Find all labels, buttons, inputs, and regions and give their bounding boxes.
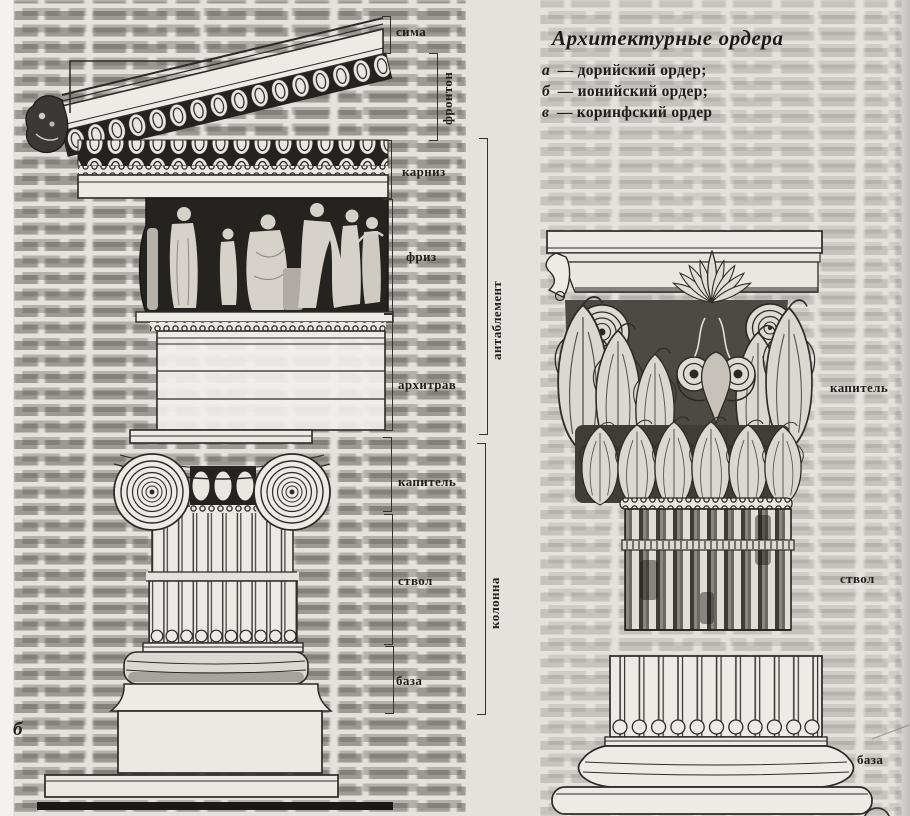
scan-scratch-mark xyxy=(871,724,910,740)
legend-key-v: в xyxy=(542,104,549,121)
label-friz: фриз xyxy=(406,249,437,264)
bracket-kolonna xyxy=(477,443,486,715)
page-right-shadow xyxy=(894,0,910,816)
label-kolonna: колонна xyxy=(487,577,502,629)
ground-line xyxy=(37,802,393,810)
cornice-drawing xyxy=(77,139,389,199)
bracket-fronton xyxy=(429,53,438,141)
corinthian-capital-drawing xyxy=(554,250,816,511)
central-scrolls xyxy=(676,351,756,425)
bracket-karniz xyxy=(383,140,392,199)
figure-marker-b: б xyxy=(13,719,23,740)
label-antablement: антаблемент xyxy=(489,280,504,360)
ionic-capital-drawing xyxy=(113,429,331,574)
left-volute xyxy=(113,453,191,531)
label-baza-corinthian: база xyxy=(857,752,884,767)
corinthian-order-figure xyxy=(545,230,910,816)
bracket-sima xyxy=(382,16,391,54)
pediment-drawing xyxy=(25,17,393,157)
corinthian-base-drawing xyxy=(551,655,873,815)
figure-title: Архитектурные ордера xyxy=(552,26,784,50)
label-kapitel-ionic: капитель xyxy=(398,474,457,489)
bead-molding xyxy=(150,322,386,331)
bracket-baza xyxy=(385,646,394,714)
frieze-fillet xyxy=(135,311,394,323)
page-mark-circle xyxy=(864,807,890,816)
flute-bottom-arcs xyxy=(150,629,297,643)
label-fronton: фронтон xyxy=(440,71,455,125)
legend-text-doric: — дорийский ордер; xyxy=(557,62,707,79)
label-kapitel-corinthian: капитель xyxy=(830,380,889,395)
ionic-base-drawing xyxy=(44,642,339,798)
bracket-kapitel xyxy=(383,437,392,512)
bracket-arhitrav xyxy=(384,314,393,431)
label-sima: сима xyxy=(396,24,427,39)
legend-row-corinthian: в — коринфский ордер xyxy=(542,102,882,123)
legend-row-ionic: б — ионийский ордер; xyxy=(542,81,882,102)
corinthian-shaft-drawing xyxy=(621,508,795,631)
lion-head-ornament xyxy=(25,95,69,154)
label-arhitrav: архитрав xyxy=(398,377,457,392)
bracket-stvol xyxy=(384,514,393,645)
bracket-friz xyxy=(384,199,393,314)
ionic-order-figure xyxy=(25,17,394,810)
label-stvol-ionic: ствол xyxy=(398,573,433,588)
legend-row-doric: а — дорийский ордер; xyxy=(542,60,882,81)
legend-text-ionic: — ионийский ордер; xyxy=(557,83,709,100)
label-stvol-corinthian: ствол xyxy=(840,571,875,586)
right-volute xyxy=(253,453,331,531)
frieze-relief-drawing xyxy=(138,197,389,313)
ionic-shaft-drawing xyxy=(146,571,299,644)
wide-flute-bottom-arcs xyxy=(612,719,820,735)
legend-text-corinthian: — коринфский ордер xyxy=(556,104,713,121)
label-baza-ionic: база xyxy=(396,673,423,688)
figure-caption: Архитектурные ордера а — дорийский ордер… xyxy=(542,26,882,123)
label-karniz: карниз xyxy=(402,164,446,179)
architrave-drawing xyxy=(156,330,386,431)
legend-key-a: а xyxy=(542,62,550,79)
bracket-antablement xyxy=(479,138,488,435)
page-left-margin xyxy=(0,0,13,816)
legend-key-b: б xyxy=(542,83,550,100)
